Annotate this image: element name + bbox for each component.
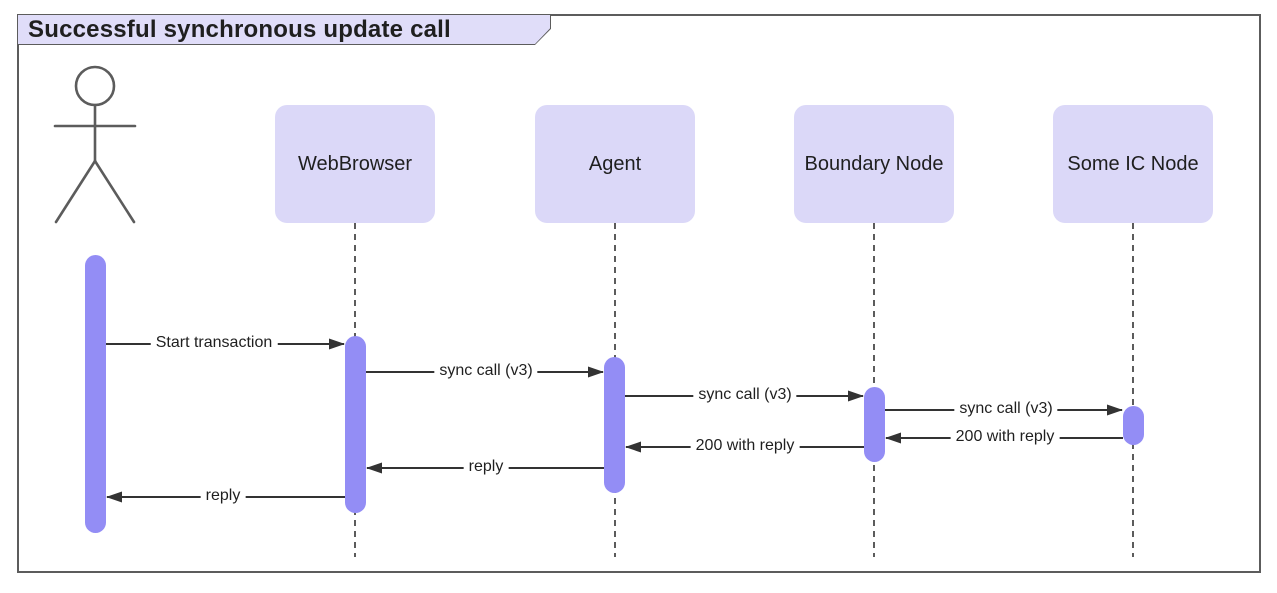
activation-some-ic-node — [1123, 406, 1144, 445]
participant-webbrowser-label: WebBrowser — [297, 152, 413, 175]
message-label-sync-call-boundary-ic: sync call (v3) — [954, 400, 1058, 418]
activation-webbrowser — [345, 336, 366, 513]
message-label-start-transaction: Start transaction — [150, 334, 278, 352]
participant-some-ic-node: Some IC Node — [1053, 105, 1213, 223]
participant-agent-label: Agent — [588, 152, 642, 175]
participant-boundary-node: Boundary Node — [794, 105, 954, 223]
message-label-sync-call-agent-boundary: sync call (v3) — [693, 386, 797, 404]
activation-actor — [85, 255, 106, 533]
message-label-reply-wb-actor: reply — [200, 487, 246, 505]
message-label-sync-call-wb-agent: sync call (v3) — [434, 362, 538, 380]
participant-webbrowser: WebBrowser — [275, 105, 435, 223]
activation-agent — [604, 357, 625, 493]
participant-some-ic-node-label: Some IC Node — [1067, 152, 1199, 175]
participant-agent: Agent — [535, 105, 695, 223]
message-label-200-reply-boundary-agent: 200 with reply — [690, 437, 800, 455]
diagram-title-tab-fill: Successful synchronous update call — [18, 15, 550, 44]
actor-head — [74, 65, 116, 107]
message-label-200-reply-ic-boundary: 200 with reply — [950, 428, 1060, 446]
participant-boundary-node-label: Boundary Node — [804, 152, 944, 175]
message-label-reply-agent-wb: reply — [463, 458, 509, 476]
actor-figure — [53, 65, 137, 224]
activation-boundary-node — [864, 387, 885, 462]
diagram-frame — [17, 14, 1261, 573]
actor-left-leg — [54, 159, 97, 224]
diagram-title: Successful synchronous update call — [28, 15, 451, 43]
actor-right-leg — [93, 159, 136, 224]
diagram-title-tab: Successful synchronous update call — [17, 14, 551, 45]
